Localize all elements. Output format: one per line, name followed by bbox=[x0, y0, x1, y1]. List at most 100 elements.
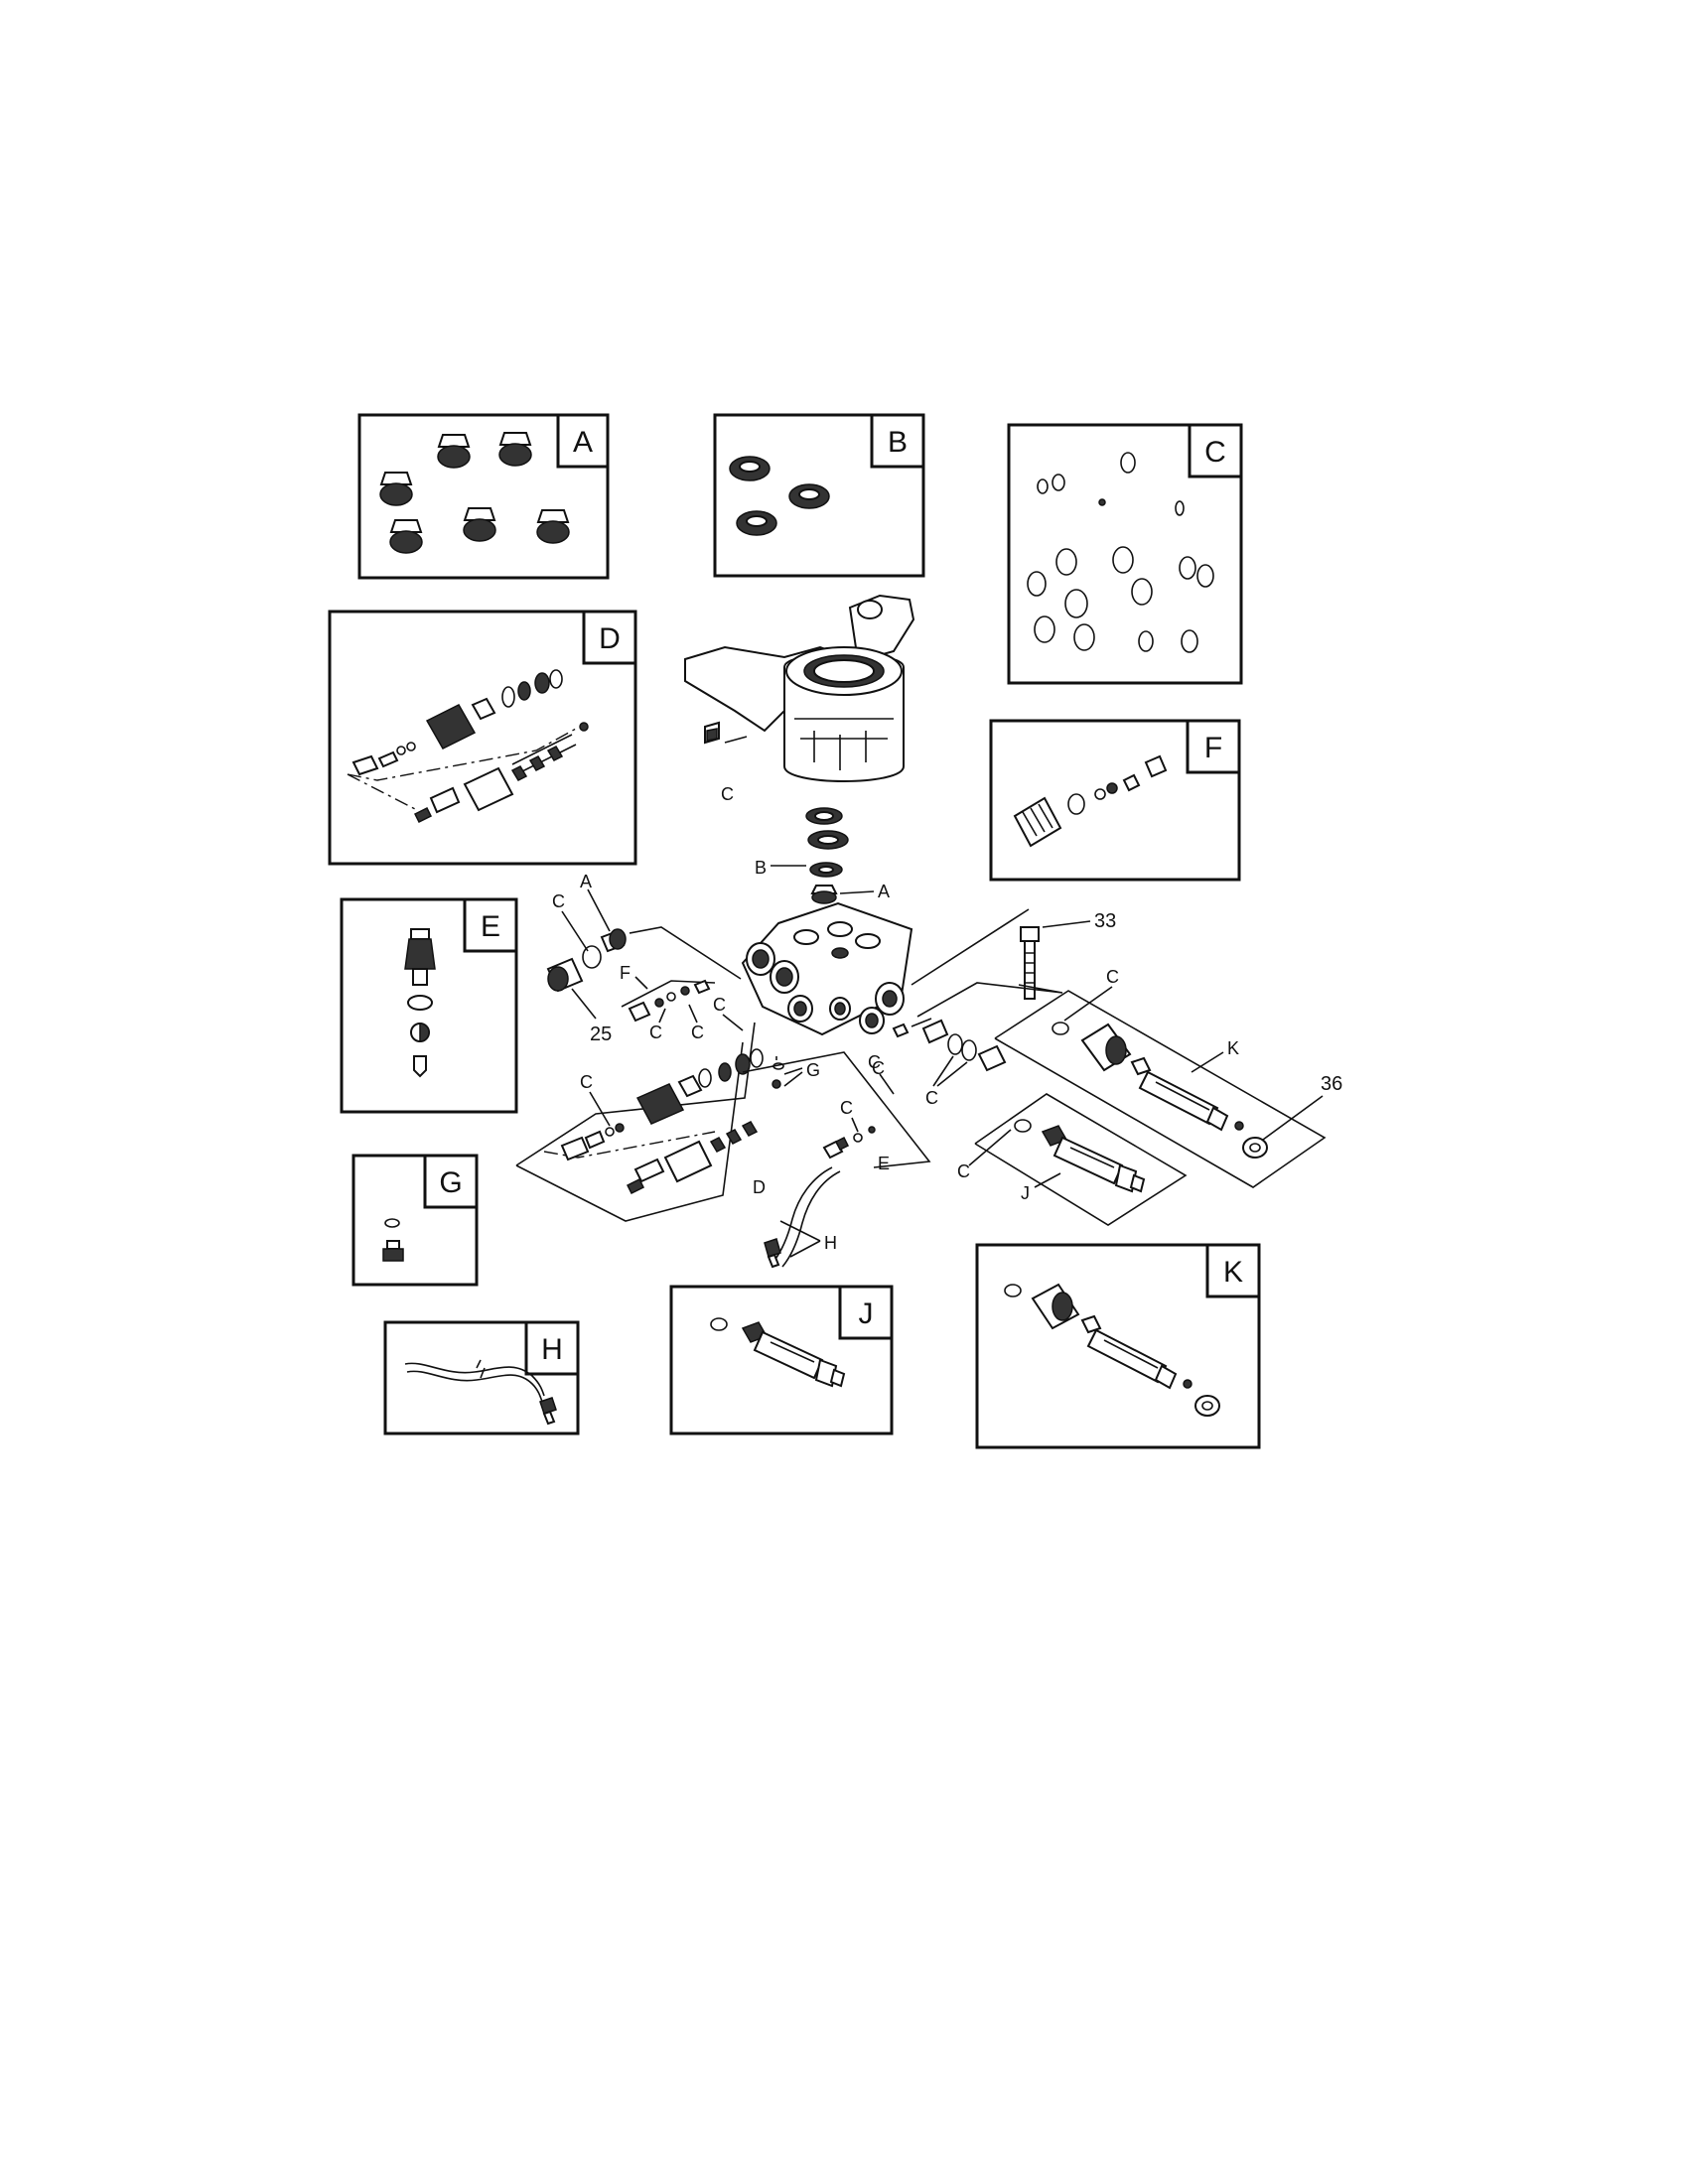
kit-a-label: A bbox=[573, 426, 593, 459]
kit-d-label: D bbox=[599, 622, 621, 655]
callout-c-center: C bbox=[840, 1098, 853, 1118]
kit-a-valve-4 bbox=[389, 519, 423, 554]
kit-e-fitting bbox=[404, 928, 436, 1078]
k-cluster-parts bbox=[1052, 1022, 1268, 1159]
kit-c-label: C bbox=[1204, 436, 1226, 469]
j-mid-leader bbox=[1034, 1172, 1061, 1188]
part-number-33: 33 bbox=[1094, 910, 1116, 932]
callout-c-left: C bbox=[552, 891, 565, 911]
callout-c-right-2: C bbox=[925, 1088, 938, 1108]
kit-a-valve-2 bbox=[437, 434, 471, 469]
kit-b-seal-3 bbox=[736, 510, 777, 536]
e-cluster-parts bbox=[822, 1126, 876, 1160]
callout-g-mid: G bbox=[806, 1060, 820, 1080]
callout-c-e-kit: C bbox=[868, 1052, 881, 1072]
kit-b-label: B bbox=[888, 426, 908, 459]
pump-housing bbox=[684, 594, 915, 782]
d-cluster-parts bbox=[560, 1048, 764, 1195]
callout-e-mid: E bbox=[878, 1154, 890, 1173]
k-cluster-guide-top bbox=[916, 982, 1063, 1018]
kit-f-label: F bbox=[1204, 732, 1222, 764]
a-valve-leader bbox=[839, 890, 875, 894]
callout-housing-c: C bbox=[721, 784, 734, 804]
callout-c-f1: C bbox=[649, 1023, 662, 1042]
kit-k-filter bbox=[1004, 1283, 1220, 1417]
c-f-leaders bbox=[658, 1004, 698, 1024]
kit-f-box: F bbox=[989, 719, 1241, 882]
manifold-body bbox=[741, 901, 913, 1036]
kit-b-box: B bbox=[713, 413, 925, 578]
cap-25-leader bbox=[571, 988, 597, 1020]
j-cluster-parts bbox=[1014, 1119, 1146, 1193]
kit-g-o-ring bbox=[384, 1218, 400, 1228]
kit-b-seal-2 bbox=[788, 483, 830, 509]
callout-a-left: A bbox=[580, 872, 592, 891]
callout-c-j: C bbox=[957, 1161, 970, 1181]
callout-h-mid: H bbox=[824, 1233, 837, 1253]
right-valve-parts bbox=[892, 1018, 1007, 1072]
d-cluster-axis bbox=[543, 1131, 716, 1159]
kit-g-plug bbox=[382, 1240, 404, 1262]
j-cluster-frame bbox=[974, 1093, 1188, 1226]
kit-k-box: K bbox=[975, 1243, 1261, 1449]
f-leader bbox=[634, 976, 648, 990]
part-number-36: 36 bbox=[1321, 1073, 1342, 1095]
callout-d-mid: D bbox=[753, 1177, 766, 1197]
a-left-leader bbox=[587, 888, 611, 932]
valve-a-left bbox=[600, 928, 627, 953]
kit-a-valve-3 bbox=[498, 432, 532, 467]
callout-f: F bbox=[620, 963, 631, 983]
kit-d-unloader-parts bbox=[347, 669, 589, 824]
kit-b-seal-1 bbox=[729, 456, 771, 481]
kit-j-label: J bbox=[859, 1297, 874, 1330]
part-number-25: 25 bbox=[590, 1024, 612, 1045]
callout-c-k-kit: C bbox=[1106, 967, 1119, 987]
bolt-33-leader bbox=[1042, 920, 1091, 928]
d-cluster-guide-bottom bbox=[515, 1041, 744, 1222]
callout-k-mid: K bbox=[1227, 1038, 1239, 1058]
c-mid-leader bbox=[722, 1014, 744, 1031]
g-cluster-parts bbox=[772, 1056, 784, 1089]
bolt-guide-line bbox=[911, 908, 1030, 986]
kit-c-o-rings bbox=[1027, 452, 1214, 653]
callout-b: B bbox=[755, 858, 767, 878]
c-left-leader bbox=[561, 910, 589, 952]
h-leaders bbox=[779, 1220, 821, 1258]
valve-a-center bbox=[810, 885, 838, 904]
g-leaders bbox=[783, 1067, 803, 1087]
bolt-33 bbox=[1020, 926, 1040, 1000]
k-mid-leader bbox=[1191, 1051, 1224, 1073]
cap-25 bbox=[546, 957, 584, 993]
c-j-leader bbox=[968, 1129, 1012, 1166]
kit-e-box: E bbox=[340, 897, 518, 1114]
kit-j-box: J bbox=[669, 1285, 894, 1435]
kit-h-box: H bbox=[383, 1320, 580, 1435]
kit-k-label: K bbox=[1223, 1256, 1243, 1289]
inlet-36-leader bbox=[1262, 1095, 1324, 1141]
kit-a-box: A bbox=[357, 413, 610, 580]
callout-j-mid: J bbox=[1021, 1183, 1030, 1203]
c-k-kit-leader bbox=[1063, 986, 1113, 1022]
manifold-guide-left bbox=[629, 926, 742, 980]
housing-c-leader bbox=[724, 736, 748, 744]
kit-a-valve-1 bbox=[379, 472, 413, 506]
plunger-seals-stack bbox=[805, 807, 849, 878]
kit-a-valve-5 bbox=[463, 507, 496, 542]
callout-c-f2: C bbox=[691, 1023, 704, 1042]
kit-e-label: E bbox=[481, 910, 500, 943]
kit-h-hose bbox=[404, 1359, 557, 1426]
h-hose-center bbox=[764, 1166, 841, 1269]
e-cluster-guide bbox=[742, 1051, 931, 1168]
callout-a: A bbox=[878, 882, 890, 901]
c-right-leaders bbox=[932, 1055, 968, 1087]
kit-f-valve-parts bbox=[1013, 754, 1168, 848]
kit-d-box: D bbox=[328, 610, 637, 866]
kit-g-label: G bbox=[439, 1166, 462, 1199]
c-e-kit-leader bbox=[879, 1073, 895, 1095]
kit-h-label: H bbox=[541, 1333, 563, 1366]
f-cluster-parts bbox=[628, 979, 711, 1023]
kit-g-box: G bbox=[351, 1154, 479, 1287]
kit-j-filter bbox=[710, 1317, 846, 1388]
callout-c-right-1: C bbox=[872, 1058, 885, 1078]
c-center-leader bbox=[851, 1117, 859, 1133]
